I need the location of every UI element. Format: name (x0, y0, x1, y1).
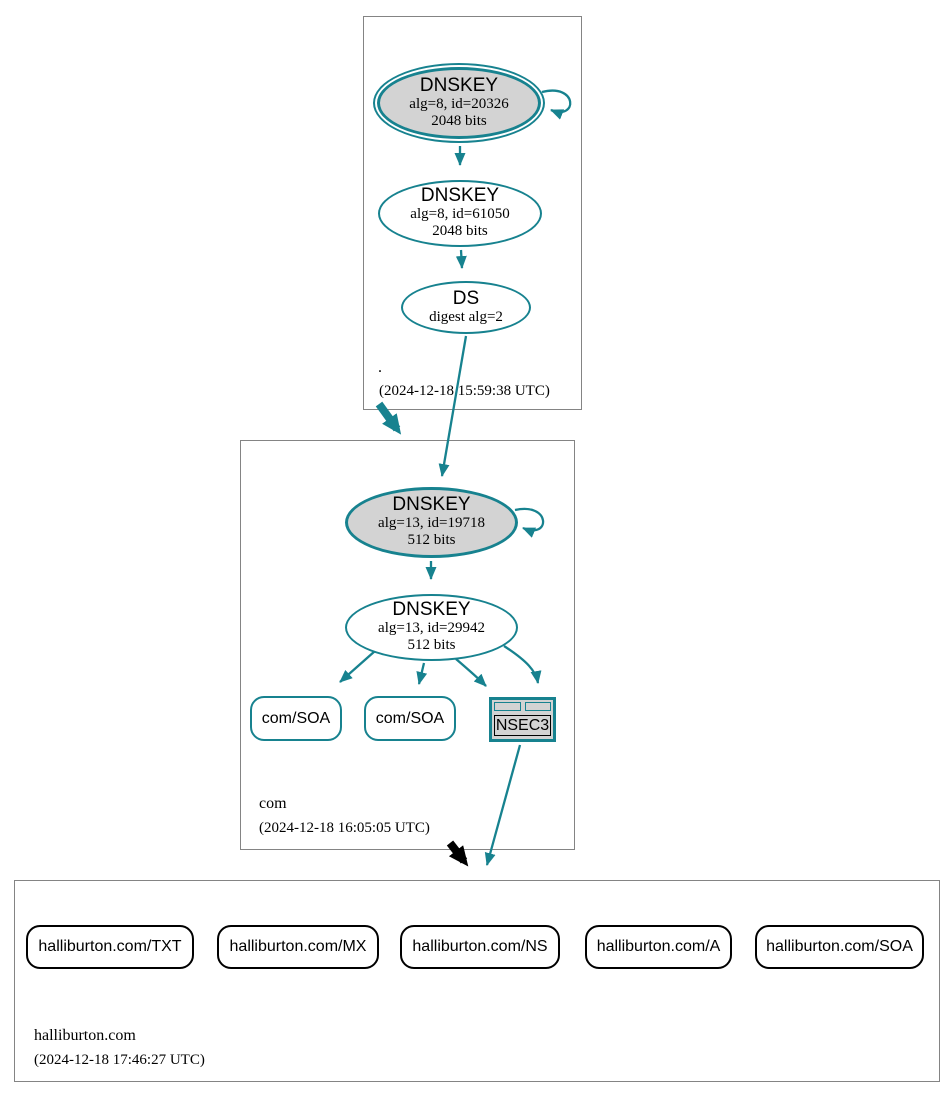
node-com-soa-1[interactable]: com/SOA (250, 696, 342, 741)
zone-box-com: com (2024-12-18 16:05:05 UTC) (240, 440, 575, 850)
nsec3-cell-right (525, 702, 551, 711)
node-com-soa-2[interactable]: com/SOA (364, 696, 456, 741)
node-root-ksk-inner: DNSKEY alg=8, id=20326 2048 bits (377, 67, 541, 139)
node-halliburton-txt[interactable]: halliburton.com/TXT (26, 925, 194, 969)
zone-name-halliburton: halliburton.com (34, 1027, 136, 1044)
node-com-soa-1-label: com/SOA (261, 709, 331, 727)
node-root-ds[interactable]: DS digest alg=2 (401, 281, 531, 334)
zone-timestamp-com: (2024-12-18 16:05:05 UTC) (259, 820, 430, 836)
node-com-nsec3[interactable]: NSEC3 (489, 697, 556, 742)
zone-name-root: . (378, 359, 382, 376)
node-root-zsk-detail: alg=8, id=61050 (410, 206, 510, 223)
nsec3-cell-left (494, 702, 521, 711)
zone-timestamp-root: (2024-12-18 15:59:38 UTC) (379, 383, 550, 399)
zone-box-halliburton: halliburton.com (2024-12-18 17:46:27 UTC… (14, 880, 940, 1082)
node-com-ksk-size: 512 bits (407, 532, 456, 549)
node-root-ds-type: DS (452, 287, 480, 309)
node-com-ksk-dnskey[interactable]: DNSKEY alg=13, id=19718 512 bits (345, 487, 518, 558)
node-halliburton-soa-label: halliburton.com/SOA (766, 938, 913, 955)
node-halliburton-mx[interactable]: halliburton.com/MX (217, 925, 379, 969)
node-halliburton-soa[interactable]: halliburton.com/SOA (755, 925, 924, 969)
node-root-zsk-size: 2048 bits (432, 223, 488, 240)
node-com-zsk-detail: alg=13, id=29942 (378, 620, 485, 637)
node-root-ksk-detail: alg=8, id=20326 (409, 95, 509, 112)
node-com-ksk-detail: alg=13, id=19718 (378, 515, 485, 532)
node-root-ksk-size: 2048 bits (431, 112, 487, 129)
node-root-ksk-dnskey[interactable]: DNSKEY alg=8, id=20326 2048 bits (373, 63, 545, 143)
node-root-zsk-type: DNSKEY (420, 185, 500, 207)
zone-name-com: com (259, 795, 287, 812)
node-root-ds-detail: digest alg=2 (429, 308, 503, 325)
node-halliburton-a[interactable]: halliburton.com/A (585, 925, 732, 969)
node-halliburton-ns[interactable]: halliburton.com/NS (400, 925, 560, 969)
node-root-ksk-type: DNSKEY (419, 74, 499, 96)
node-com-ksk-type: DNSKEY (392, 494, 471, 516)
node-com-zsk-size: 512 bits (407, 637, 456, 654)
zone-timestamp-halliburton: (2024-12-18 17:46:27 UTC) (34, 1052, 205, 1068)
node-halliburton-ns-label: halliburton.com/NS (412, 938, 548, 955)
node-com-zsk-dnskey[interactable]: DNSKEY alg=13, id=29942 512 bits (345, 594, 518, 661)
node-com-zsk-type: DNSKEY (392, 599, 471, 621)
node-halliburton-a-label: halliburton.com/A (596, 938, 721, 955)
node-com-soa-2-label: com/SOA (375, 709, 445, 727)
node-com-nsec3-label: NSEC3 (494, 715, 551, 736)
node-halliburton-txt-label: halliburton.com/TXT (38, 938, 182, 955)
node-root-zsk-dnskey[interactable]: DNSKEY alg=8, id=61050 2048 bits (378, 180, 542, 247)
node-halliburton-mx-label: halliburton.com/MX (229, 938, 367, 955)
